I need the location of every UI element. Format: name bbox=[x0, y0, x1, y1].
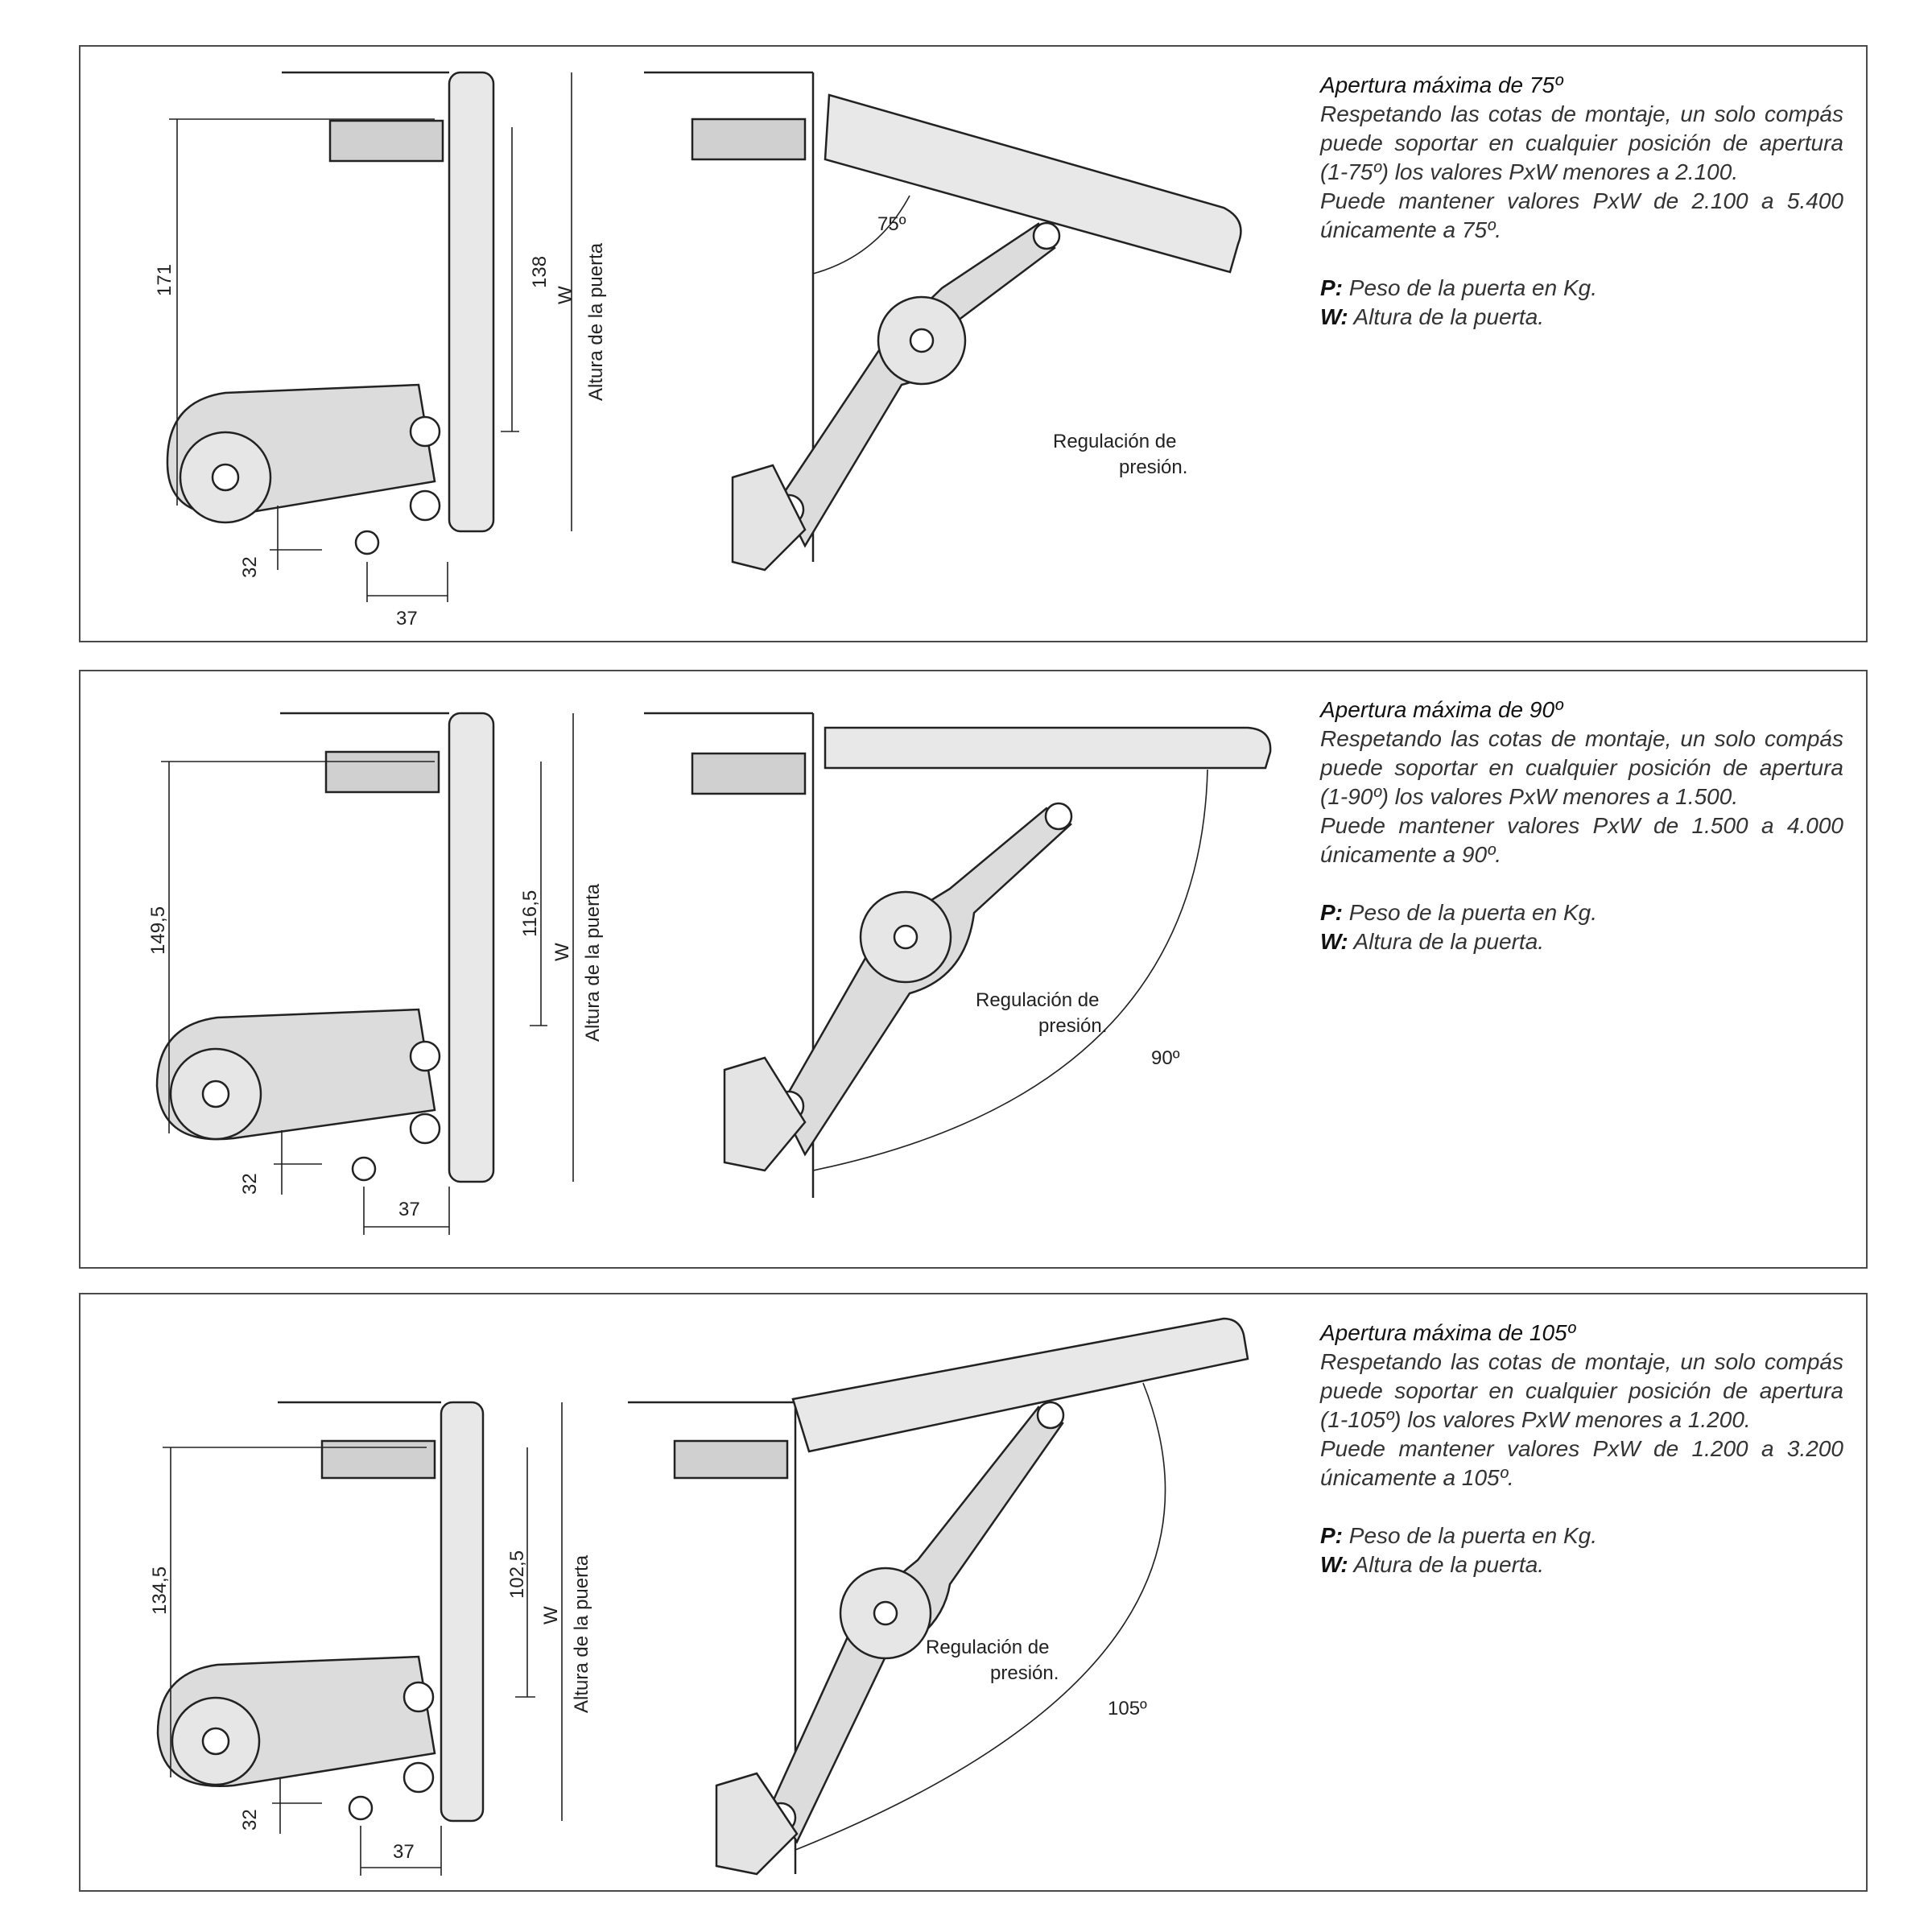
pressure-label-2: presión. bbox=[990, 1662, 1059, 1684]
legend: P: Peso de la puerta en Kg. W: Altura de… bbox=[1320, 1521, 1843, 1579]
pressure-label-2: presión. bbox=[1038, 1015, 1107, 1037]
description: Respetando las cotas de montaje, un solo… bbox=[1320, 1349, 1843, 1432]
dim-37-label: 37 bbox=[398, 1199, 420, 1220]
legend-p-key: P: bbox=[1320, 900, 1343, 925]
pressure-label-2: presión. bbox=[1119, 456, 1187, 478]
door-height-label: Altura de la puerta bbox=[571, 1554, 592, 1713]
door bbox=[448, 71, 495, 533]
spec-text-75: Apertura máxima de 75º Respetando las co… bbox=[1320, 71, 1843, 332]
closed-view bbox=[156, 1401, 485, 1823]
dim-outer-label: 171 bbox=[154, 264, 175, 296]
dim-w-label: W bbox=[551, 943, 573, 961]
open-view bbox=[628, 1317, 1249, 1876]
panel-90: 149,5 116,5 W Altura de la puerta 32 37 … bbox=[79, 670, 1868, 1269]
dim-32-label: 32 bbox=[239, 1809, 261, 1831]
legend-p-key: P: bbox=[1320, 275, 1343, 300]
door-height-label: Altura de la puerta bbox=[582, 883, 604, 1042]
closed-view bbox=[155, 712, 495, 1183]
door-open bbox=[824, 93, 1242, 274]
open-view bbox=[644, 71, 1242, 572]
closed-view bbox=[166, 71, 495, 555]
description-2: Puede mantener valores PxW de 1.200 a 3.… bbox=[1320, 1436, 1843, 1490]
legend-w-text: Altura de la puerta. bbox=[1353, 304, 1545, 329]
angle-label: 75º bbox=[877, 213, 906, 235]
spec-text-105: Apertura máxima de 105º Respetando las c… bbox=[1320, 1319, 1843, 1579]
description-2: Puede mantener valores PxW de 2.100 a 5.… bbox=[1320, 188, 1843, 242]
dim-37-label: 37 bbox=[393, 1841, 415, 1863]
hinge-mount bbox=[328, 119, 444, 163]
legend: P: Peso de la puerta en Kg. W: Altura de… bbox=[1320, 898, 1843, 956]
open-view bbox=[644, 712, 1272, 1198]
description: Respetando las cotas de montaje, un solo… bbox=[1320, 101, 1843, 184]
dim-inner-label: 138 bbox=[529, 256, 551, 288]
pressure-label-1: Regulación de bbox=[926, 1637, 1049, 1658]
dim-37-label: 37 bbox=[396, 608, 418, 630]
description: Respetando las cotas de montaje, un solo… bbox=[1320, 726, 1843, 809]
diagram-75: 171 138 W Altura de la puerta 32 37 75º … bbox=[154, 71, 1242, 630]
pressure-label-1: Regulación de bbox=[1053, 431, 1176, 452]
dim-inner-label: 116,5 bbox=[519, 890, 541, 937]
diagram-105: 134,5 102,5 W Altura de la puerta 32 37 … bbox=[149, 1317, 1249, 1876]
diagram-90: 149,5 116,5 W Altura de la puerta 32 37 … bbox=[147, 712, 1272, 1235]
dim-outer-label: 149,5 bbox=[147, 906, 169, 955]
dim-w-label: W bbox=[540, 1606, 562, 1624]
legend-w-key: W: bbox=[1320, 1552, 1348, 1577]
door-height-label: Altura de la puerta bbox=[585, 242, 607, 401]
legend-w-key: W: bbox=[1320, 929, 1348, 954]
angle-label: 90º bbox=[1151, 1047, 1180, 1069]
legend-p-text: Peso de la puerta en Kg. bbox=[1348, 275, 1597, 300]
panel-75: 171 138 W Altura de la puerta 32 37 75º … bbox=[79, 45, 1868, 642]
panel-105: 134,5 102,5 W Altura de la puerta 32 37 … bbox=[79, 1293, 1868, 1892]
legend-w-text: Altura de la puerta. bbox=[1353, 1552, 1545, 1577]
legend-p-text: Peso de la puerta en Kg. bbox=[1348, 1523, 1597, 1548]
legend-p-text: Peso de la puerta en Kg. bbox=[1348, 900, 1597, 925]
heading: Apertura máxima de 90º bbox=[1320, 697, 1563, 722]
dim-32-label: 32 bbox=[239, 556, 261, 578]
legend-p-key: P: bbox=[1320, 1523, 1343, 1548]
pressure-label-1: Regulación de bbox=[976, 989, 1099, 1011]
angle-label: 105º bbox=[1108, 1698, 1147, 1719]
dim-32-label: 32 bbox=[239, 1173, 261, 1195]
description-2: Puede mantener valores PxW de 1.500 a 4.… bbox=[1320, 813, 1843, 867]
dim-w-label: W bbox=[555, 286, 576, 304]
dim-inner-label: 102,5 bbox=[506, 1550, 528, 1599]
dim-outer-label: 134,5 bbox=[149, 1567, 171, 1615]
spec-text-90: Apertura máxima de 90º Respetando las co… bbox=[1320, 696, 1843, 956]
heading: Apertura máxima de 105º bbox=[1320, 1320, 1575, 1345]
legend: P: Peso de la puerta en Kg. W: Altura de… bbox=[1320, 274, 1843, 332]
legend-w-text: Altura de la puerta. bbox=[1353, 929, 1545, 954]
heading: Apertura máxima de 75º bbox=[1320, 72, 1563, 97]
legend-w-key: W: bbox=[1320, 304, 1348, 329]
